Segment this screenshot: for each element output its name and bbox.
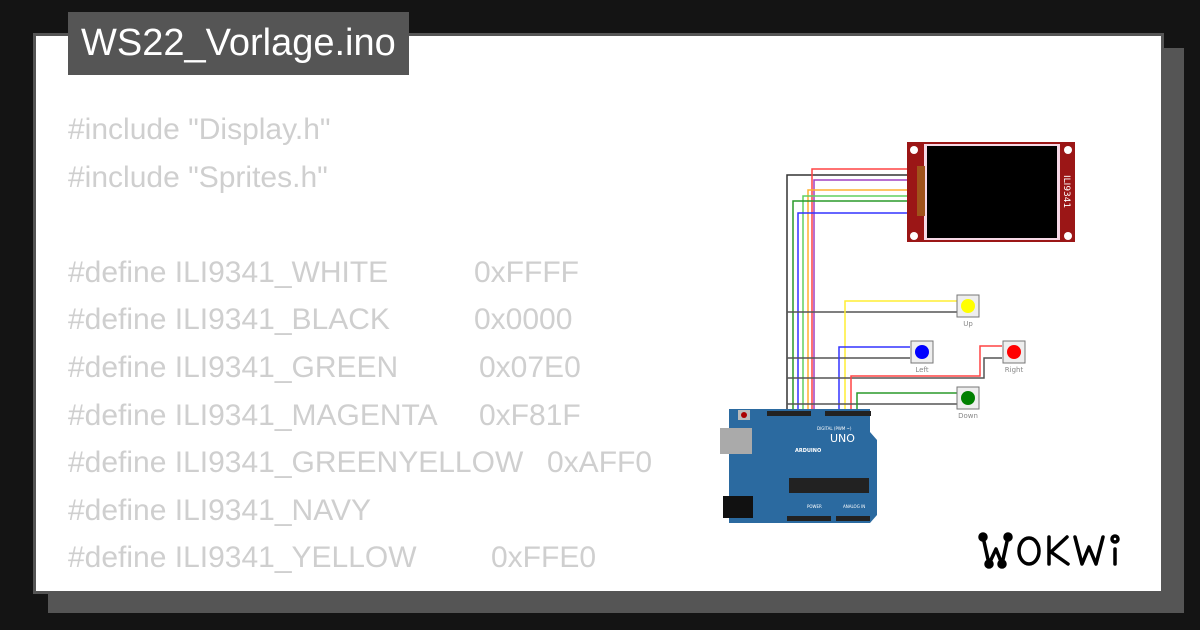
code-line: #define ILI9341_GREEN 0x07E0 [68,344,581,392]
ili9341-display[interactable]: ILI9341 [907,142,1075,242]
code-line-text: #define ILI9341_GREEN [68,350,399,384]
board-analog-label: ANALOG IN [843,504,865,509]
code-line: #include "Sprites.h" [68,154,523,202]
code-line-value: 0xFC1F [462,582,569,591]
code-line: #define ILI9341_WHITE 0xFFFF [68,249,579,297]
code-line-text: #define ILI9341_NAVY [68,493,372,527]
board-brand-label: ARDUINO [795,448,821,454]
wokwi-logo [978,532,1120,569]
code-line-value: 0x07E0 [479,350,581,384]
board-uno-label: UNO [830,432,855,445]
board-digital-label: DIGITAL (PWM ~) [817,426,852,431]
code-line-text: #include "Display.h" [68,113,331,146]
code-line-value: 0x0000 [474,303,573,337]
code-line-text: #define ILI9341_BLACK [68,303,390,337]
button-right-label: Right [1005,366,1024,374]
code-line: #define ILI9341_PINK 0xFC1F [68,582,569,591]
board-power-label: POWER [807,504,822,509]
button-up-label: Up [963,320,973,328]
button-up[interactable]: Up [956,294,980,328]
code-line: #include "Display.h" [68,106,523,154]
project-title: WS22_Vorlage.ino [68,12,409,75]
button-down-label: Down [958,412,978,420]
code-line: #define ILI9341_BLACK 0x0000 [68,296,572,344]
button-right[interactable]: Right [1002,340,1026,374]
code-line-value: 0xF81F [479,398,581,432]
display-label: ILI9341 [1061,175,1071,208]
code-line: #define ILI9341_YELLOW 0xFFE0 [68,534,596,582]
button-down[interactable]: Down [956,386,980,420]
code-line-text: #define ILI9341_GREENYELLOW [68,446,524,480]
code-line-value: 0xFFE0 [491,541,597,575]
code-line-text: #define ILI9341_PINK [68,589,362,591]
code-line: #define ILI9341_NAVY [68,487,523,535]
code-line-text: #include "Sprites.h" [68,160,328,194]
code-preview: #include "Display.h" #include "Sprites.h"… [68,106,652,591]
button-left-label: Left [915,366,928,374]
code-line-text: #define ILI9341_WHITE [68,255,389,289]
code-line-text: #define ILI9341_YELLOW [68,541,417,575]
wires [786,168,1002,520]
code-line: #define ILI9341_GREENYELLOW 0xAFF0 [68,439,652,487]
arduino-uno-board[interactable]: UNO ARDUINO DIGITAL (PWM ~) POWER ANALOG… [720,409,877,523]
button-left[interactable]: Left [910,340,934,374]
code-line-value: 0xAFF0 [547,446,653,480]
code-line: #define ILI9341_MAGENTA 0xF81F [68,392,581,440]
code-line-text: #define ILI9341_MAGENTA [68,398,438,432]
code-line-value: 0xFFFF [474,255,579,289]
